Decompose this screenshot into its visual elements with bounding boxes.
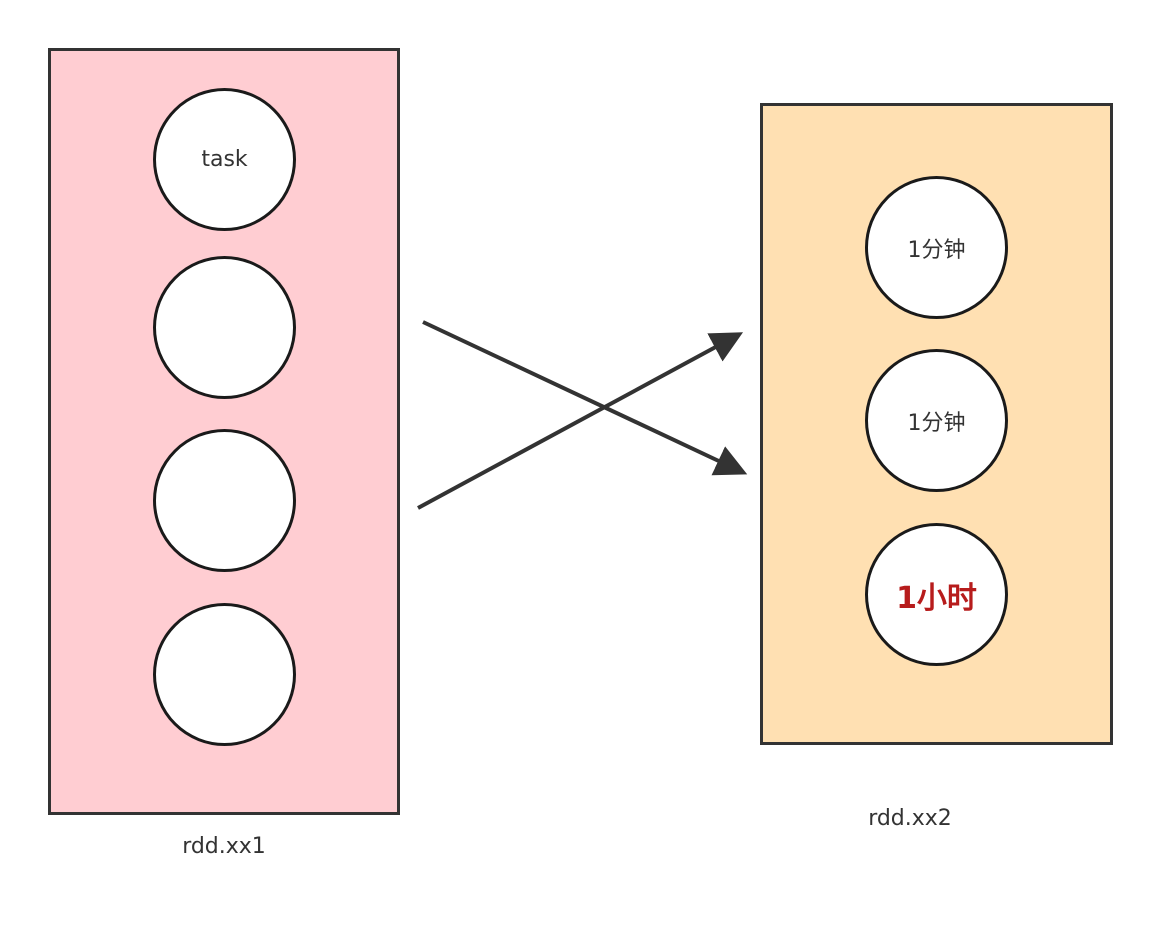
task-node-4 — [153, 603, 296, 746]
task-node-1: task — [153, 88, 296, 231]
task-node-2 — [153, 256, 296, 399]
task-node-1hour: 1小时 — [865, 523, 1008, 666]
rdd-xx1-caption: rdd.xx1 — [182, 834, 266, 859]
arrow-icon — [417, 332, 744, 510]
task-node-label: 1分钟 — [907, 237, 966, 263]
task-node-1min-a: 1分钟 — [865, 176, 1008, 319]
rdd-xx2-caption: rdd.xx2 — [868, 806, 952, 831]
task-node-label: task — [201, 147, 248, 172]
task-node-3 — [153, 429, 296, 572]
task-node-1min-b: 1分钟 — [865, 349, 1008, 492]
task-node-label: 1分钟 — [907, 410, 966, 436]
arrow-icon — [422, 320, 748, 476]
task-node-label: 1小时 — [896, 580, 977, 616]
